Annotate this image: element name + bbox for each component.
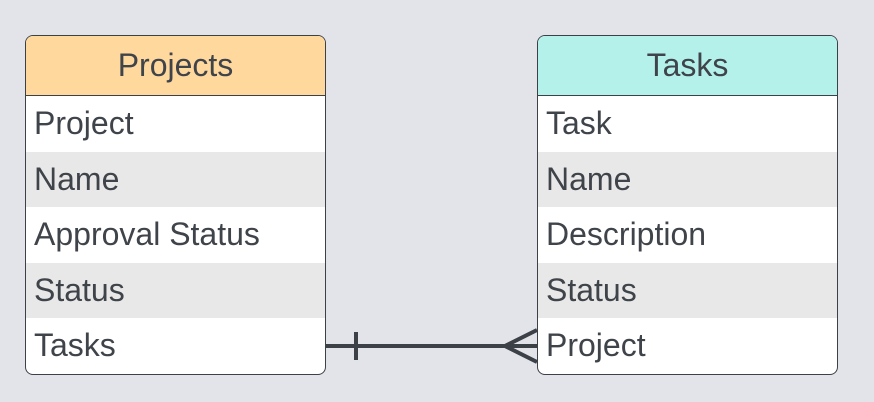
field-row: Project bbox=[546, 327, 646, 364]
field-row: Name bbox=[538, 151, 837, 207]
entity-projects[interactable]: Projects Project Name Approval Status St… bbox=[25, 35, 326, 375]
field-row: Approval Status bbox=[34, 216, 260, 253]
field-row: Description bbox=[546, 216, 707, 253]
field-row: Project bbox=[34, 105, 134, 142]
entity-header: Projects bbox=[26, 36, 325, 96]
entity-tasks[interactable]: Tasks Task Name Description Status Proje… bbox=[537, 35, 838, 375]
entity-title: Projects bbox=[117, 47, 234, 83]
field-row: Tasks bbox=[34, 327, 116, 364]
field-row: Status bbox=[538, 262, 837, 318]
field-row: Task bbox=[546, 105, 612, 142]
entity-title: Tasks bbox=[646, 47, 729, 83]
entity-header: Tasks bbox=[538, 36, 837, 96]
field-row: Status bbox=[26, 262, 325, 318]
many-cardinality-crowfoot bbox=[500, 328, 538, 364]
field-row: Name bbox=[26, 151, 325, 207]
